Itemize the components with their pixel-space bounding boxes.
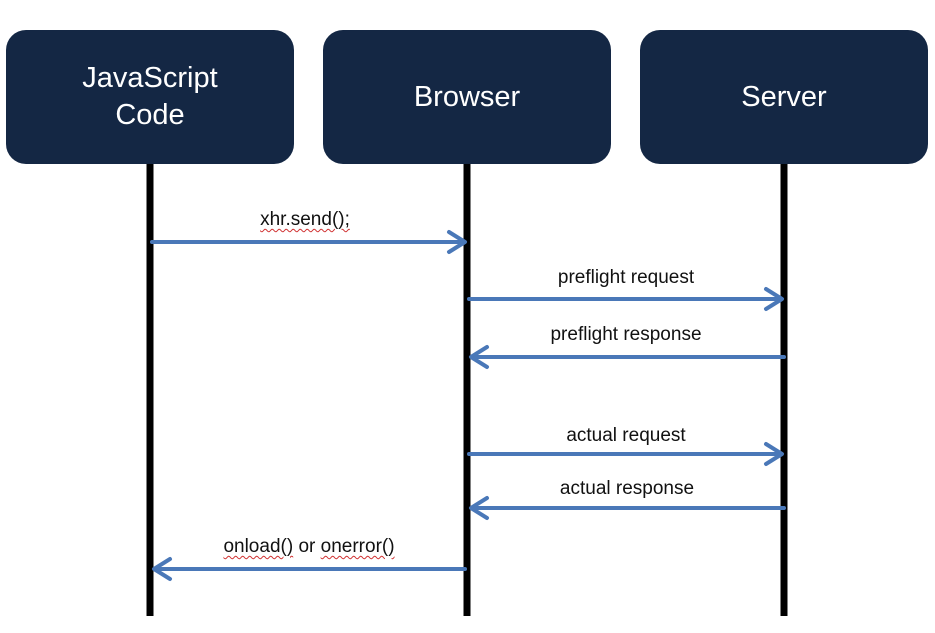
arrow-actual-response xyxy=(469,496,786,520)
message-preflight-response: preflight response xyxy=(550,324,702,345)
message-onload-text: onload() xyxy=(223,536,294,557)
arrow-onload-onerror xyxy=(152,557,467,581)
message-preflight-request: preflight request xyxy=(557,267,695,288)
actor-javascript-label-line1: JavaScript xyxy=(82,62,218,94)
message-actual-request: actual request xyxy=(566,425,686,446)
message-xhr-send-text: xhr.send(); xyxy=(260,209,350,230)
message-onerror-text: onerror() xyxy=(320,536,395,557)
actor-browser: Browser xyxy=(323,30,611,164)
actor-server: Server xyxy=(640,30,928,164)
arrow-preflight-response xyxy=(469,345,786,369)
message-or-text: or xyxy=(298,536,316,557)
message-onload-or-onerror: onload() or onerror() xyxy=(223,536,394,558)
arrow-preflight-request xyxy=(467,287,784,311)
actor-browser-label: Browser xyxy=(413,80,521,113)
arrow-actual-request xyxy=(467,442,784,466)
message-actual-response: actual response xyxy=(559,478,695,499)
actor-javascript-label-line2: Code xyxy=(115,99,185,131)
actor-javascript-code: JavaScript Code xyxy=(6,30,294,164)
message-xhr-send: xhr.send(); xyxy=(260,209,350,231)
arrow-xhr-send xyxy=(150,230,467,254)
actor-server-label: Server xyxy=(741,80,827,113)
